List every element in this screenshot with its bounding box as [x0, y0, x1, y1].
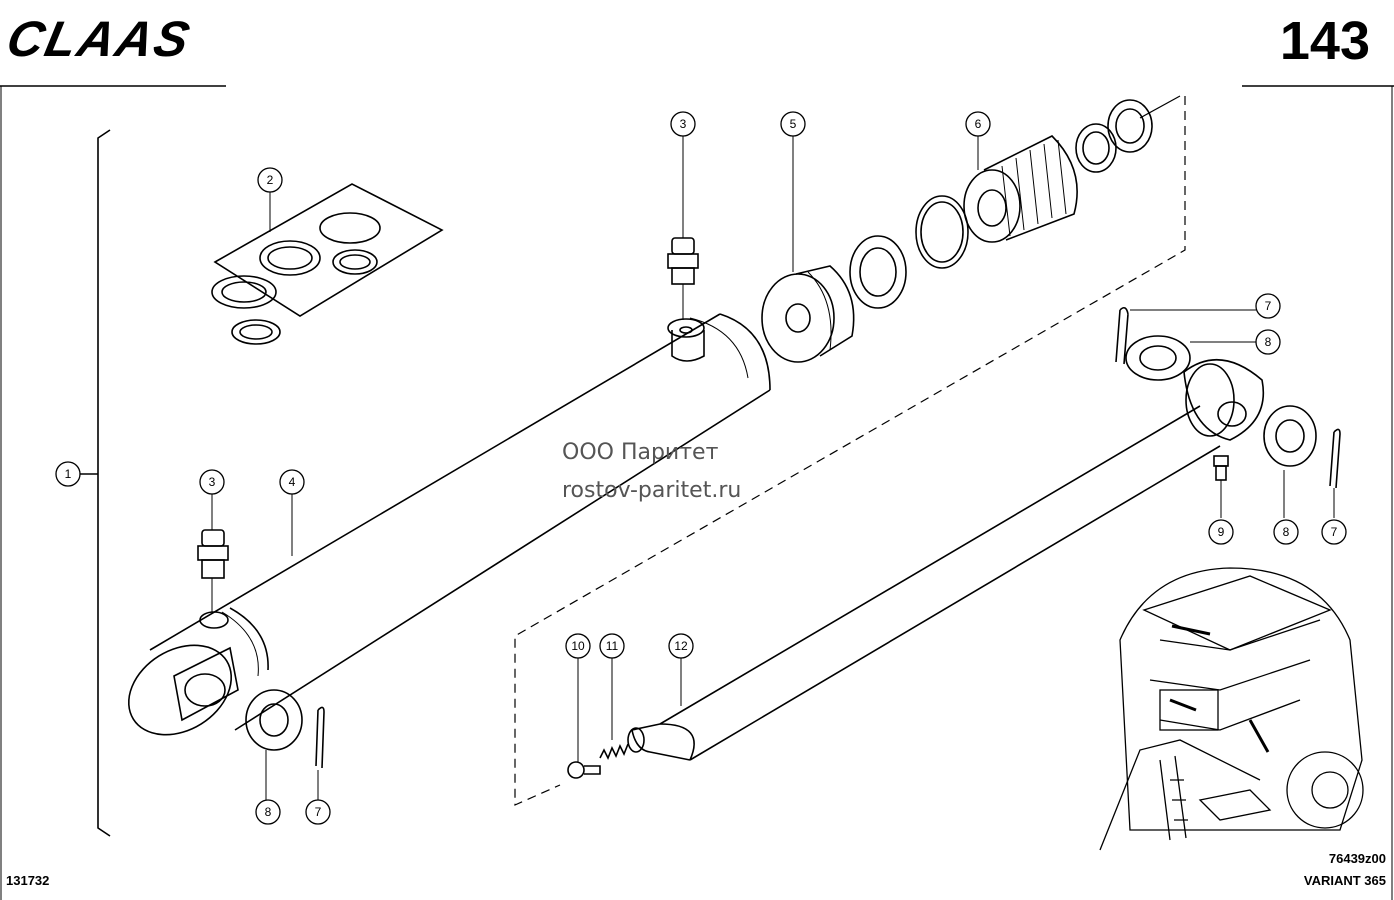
- callout-7-right-label: 7: [1331, 525, 1338, 539]
- callout-8-right-top: [1255, 329, 1281, 355]
- callout-4-label: 4: [289, 475, 296, 489]
- callout-11: [599, 633, 625, 659]
- watermark-url: rostov-paritet.ru: [562, 478, 742, 503]
- callout-1-label: 1: [65, 467, 72, 481]
- callout-2-label: 2: [267, 173, 274, 187]
- callout-5-label: 5: [790, 117, 797, 131]
- callout-1: [55, 461, 81, 487]
- callout-8-left-label: 8: [265, 805, 272, 819]
- callout-3-upper: [670, 111, 696, 137]
- callout-11-label: 11: [606, 639, 619, 653]
- callout-10-label: 10: [571, 639, 585, 653]
- callout-7-right: [1321, 519, 1347, 545]
- callout-7-right-top-label: 7: [1265, 299, 1272, 313]
- callout-2: [257, 167, 283, 193]
- watermark-company: ООО Паритет: [562, 440, 719, 465]
- callout-9: [1208, 519, 1234, 545]
- callout-6: [965, 111, 991, 137]
- callout-12-label: 12: [674, 639, 688, 653]
- callout-3-upper-label: 3: [680, 117, 687, 131]
- callout-9-label: 9: [1218, 525, 1225, 539]
- callout-6-label: 6: [975, 117, 982, 131]
- callout-5: [780, 111, 806, 137]
- callout-8-right-label: 8: [1283, 525, 1290, 539]
- callout-7-left-label: 7: [315, 805, 322, 819]
- drawing-code-left: 131732: [6, 873, 50, 888]
- page-number: 143: [1279, 11, 1370, 71]
- callout-8-left: [255, 799, 281, 825]
- callout-8-right-top-label: 8: [1265, 335, 1272, 349]
- callout-3-lower-label: 3: [209, 475, 216, 489]
- drawing-code-right: 76439z00: [1328, 851, 1386, 866]
- callout-12: [668, 633, 694, 659]
- callout-10: [565, 633, 591, 659]
- callout-7-left: [305, 799, 331, 825]
- model-name: VARIANT 365: [1303, 873, 1386, 888]
- callout-7-right-top: [1255, 293, 1281, 319]
- callout-4: [279, 469, 305, 495]
- callout-8-right: [1273, 519, 1299, 545]
- callout-3-lower: [199, 469, 225, 495]
